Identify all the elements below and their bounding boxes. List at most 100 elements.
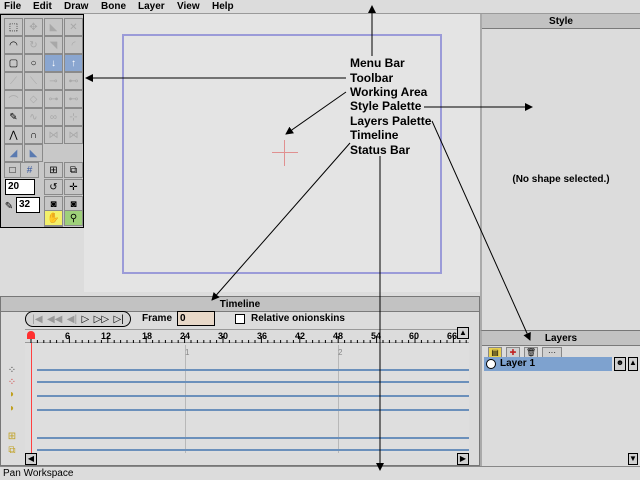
- scroll-up-button[interactable]: ▲: [457, 327, 469, 339]
- tick-label: 42: [295, 331, 306, 341]
- shape-channel-icon[interactable]: ◗: [8, 403, 16, 414]
- step-forward-icon[interactable]: ▷▷: [93, 313, 110, 325]
- rotate-channel-icon[interactable]: ◗: [8, 389, 16, 400]
- track-rotation[interactable]: [37, 395, 469, 397]
- add-bone-icon[interactable]: ⊸: [44, 72, 63, 90]
- curvature-icon[interactable]: ◜: [64, 36, 83, 54]
- add-keyframe-icon[interactable]: ⊞: [7, 431, 17, 442]
- scale-channel-icon[interactable]: ⁘: [7, 377, 17, 388]
- layer-visibility-icon[interactable]: ☻: [614, 357, 626, 371]
- status-bar: Pan Workspace: [0, 466, 640, 480]
- stroke-icon[interactable]: ◣: [24, 144, 43, 162]
- relative-onionskins-label: Relative onionskins: [251, 313, 345, 324]
- keyframe-divider: [338, 345, 339, 453]
- draw-shape-icon[interactable]: ⋀: [4, 126, 23, 144]
- camera-zoom-icon[interactable]: ◙: [64, 196, 83, 212]
- track-translation[interactable]: [37, 369, 469, 371]
- bone-bend-icon[interactable]: ⋈: [44, 126, 63, 144]
- pan-camera-icon[interactable]: ✛: [64, 179, 83, 195]
- scroll-right-button[interactable]: ▶: [457, 453, 469, 465]
- freehand-icon[interactable]: ✎: [4, 108, 23, 126]
- origin-crosshair-vertical: [284, 140, 285, 166]
- translate-layer-icon[interactable]: ↓: [44, 54, 63, 72]
- track-bones[interactable]: [37, 449, 469, 451]
- brush-size-field[interactable]: 32: [16, 197, 40, 213]
- scroll-left-button[interactable]: ◀: [25, 453, 37, 465]
- working-area[interactable]: [84, 14, 480, 292]
- translate-channel-icon[interactable]: ⁘: [7, 365, 17, 376]
- origin-crosshair: [272, 152, 298, 153]
- menu-file[interactable]: File: [4, 1, 22, 12]
- playhead-line: [31, 343, 32, 453]
- scale-points-icon[interactable]: ▢: [4, 54, 23, 72]
- annotation-timeline: Timeline: [350, 128, 399, 142]
- timeline-title: Timeline: [1, 297, 479, 312]
- menu-edit[interactable]: Edit: [33, 1, 52, 12]
- bone-flip-icon[interactable]: ⋈: [64, 126, 83, 144]
- tick-label: 54: [371, 331, 382, 341]
- hand-icon[interactable]: ✋: [44, 210, 63, 226]
- track-shear[interactable]: [37, 409, 469, 411]
- rotate-points-icon[interactable]: ↻: [24, 36, 43, 54]
- bone-offset-icon[interactable]: ⊹: [64, 108, 83, 126]
- bone-manipulate-icon[interactable]: ⊷: [64, 90, 83, 108]
- delete-edge-icon[interactable]: ✕: [64, 18, 83, 36]
- noise-icon[interactable]: ∿: [24, 108, 43, 126]
- bone-strength-icon[interactable]: ⊶: [44, 90, 63, 108]
- tick-label: 48: [333, 331, 344, 341]
- forward-end-icon[interactable]: ▷|: [113, 313, 124, 325]
- layers-scroll-down-button[interactable]: ▼: [628, 453, 638, 465]
- bone-select-icon[interactable]: ◣: [44, 18, 63, 36]
- menu-help[interactable]: Help: [212, 1, 234, 12]
- new-layer-icon[interactable]: ⊞: [44, 162, 63, 178]
- frame-input[interactable]: 0: [177, 311, 215, 326]
- rewind-start-icon[interactable]: |◀: [32, 313, 43, 325]
- menu-view[interactable]: View: [177, 1, 200, 12]
- select-points-icon[interactable]: ⬚: [4, 18, 23, 36]
- bone-translate-icon[interactable]: ◥: [44, 36, 63, 54]
- play-icon[interactable]: ▷: [81, 313, 90, 325]
- add-point-icon[interactable]: ⟋: [4, 72, 23, 90]
- lasso-icon[interactable]: ◠: [4, 36, 23, 54]
- frame-ruler[interactable]: 6 12 18 24 30 36 42 48 54 60 66: [25, 329, 469, 344]
- grid-icon[interactable]: #: [20, 162, 39, 178]
- zoom-icon[interactable]: ⚲: [64, 210, 83, 226]
- translate-points-icon[interactable]: ✥: [24, 18, 43, 36]
- draw-curve-icon[interactable]: ∩: [24, 126, 43, 144]
- annotation-status-bar: Status Bar: [350, 143, 411, 157]
- relative-onionskins-checkbox[interactable]: [235, 314, 245, 324]
- back-frame-icon[interactable]: ◀|: [66, 313, 78, 325]
- tick-label: 18: [142, 331, 153, 341]
- magnet-icon[interactable]: ○: [24, 54, 43, 72]
- shear-icon[interactable]: ⟍: [24, 72, 43, 90]
- annotation-style-palette: Style Palette: [350, 99, 422, 113]
- reparent-bone-icon[interactable]: ⊷: [64, 72, 83, 90]
- fill-icon[interactable]: ◢: [4, 144, 23, 162]
- menu-bone[interactable]: Bone: [101, 1, 126, 12]
- tick-label: 60: [409, 331, 420, 341]
- step-back-icon[interactable]: ◀◀: [46, 313, 63, 325]
- pencil-icon: ✎: [4, 200, 14, 212]
- track-scale[interactable]: [37, 381, 469, 383]
- timeline-tracks[interactable]: 1 2: [25, 343, 469, 453]
- timeline-panel: Timeline |◀ ◀◀ ◀| ▷ ▷▷ ▷| Frame 0 Relati…: [0, 296, 480, 466]
- menu-draw[interactable]: Draw: [64, 1, 89, 12]
- layers-palette: Layers ▤ ✚ 🗑 ··· Layer 1 ☻ ▲ ▼: [480, 330, 640, 466]
- copy-keyframe-icon[interactable]: ⧉: [8, 445, 16, 456]
- annotation-menu-bar: Menu Bar: [350, 56, 405, 70]
- menu-layer[interactable]: Layer: [138, 1, 165, 12]
- perspective-icon[interactable]: ◇: [24, 90, 43, 108]
- rectangle-icon[interactable]: □: [4, 162, 21, 178]
- copy-layer-icon[interactable]: ⧉: [64, 162, 83, 178]
- toolbar: ⬚ ✥ ◣ ✕ ◠ ↻ ◥ ◜ ▢ ○ ↓ ↑ ⟋ ⟍ ⊸ ⊷ ⌒ ◇ ⊶ ⊷ …: [0, 14, 84, 228]
- bone-link-icon[interactable]: ∞: [44, 108, 63, 126]
- layers-scroll-up-button[interactable]: ▲: [628, 357, 638, 371]
- playhead-marker[interactable]: [27, 331, 35, 339]
- layer-row[interactable]: Layer 1: [484, 357, 612, 371]
- bend-icon[interactable]: ⌒: [4, 90, 23, 108]
- rotate-camera-icon[interactable]: ↺: [44, 179, 63, 195]
- stroke-width-field[interactable]: 20: [5, 179, 35, 195]
- tick-label: 36: [257, 331, 268, 341]
- track-points[interactable]: [37, 437, 469, 439]
- scale-layer-icon[interactable]: ↑: [64, 54, 83, 72]
